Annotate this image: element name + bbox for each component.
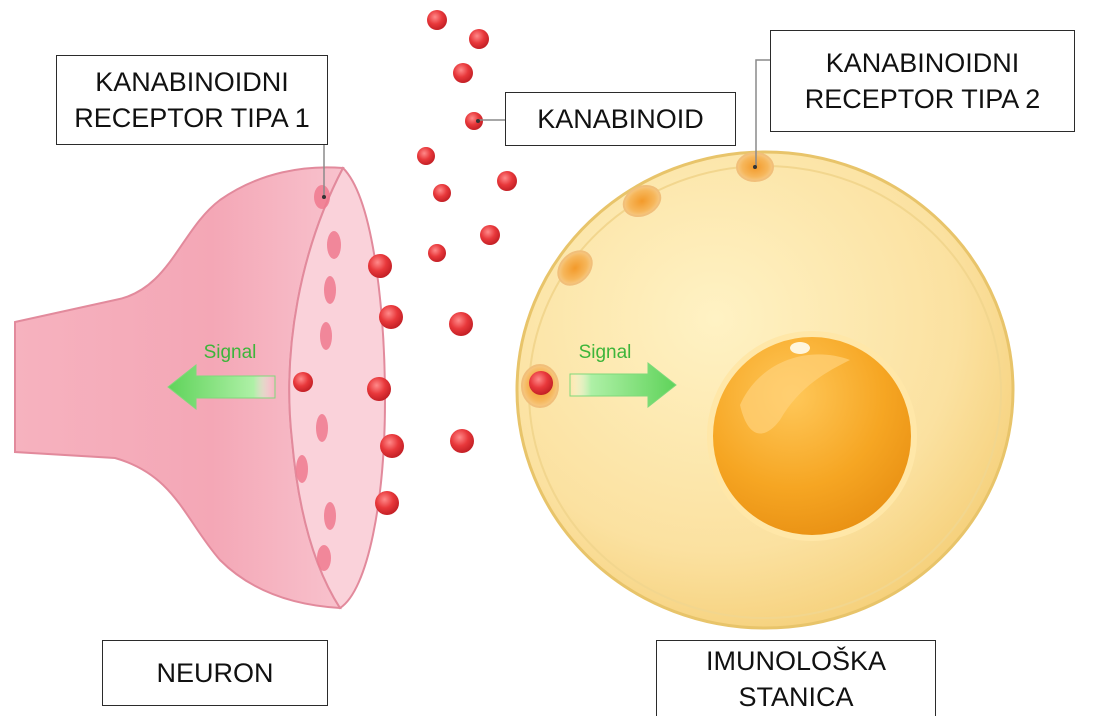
cb1-receptor-pit <box>324 502 336 530</box>
cannabinoid-dot <box>453 63 473 83</box>
cannabinoid-dot <box>469 29 489 49</box>
cannabinoid-dot <box>449 312 473 336</box>
immune-cell-label-line2: STANICA <box>738 679 853 715</box>
cannabinoid-dot <box>428 244 446 262</box>
immune-cell-label: IMUNOLOŠKA STANICA <box>656 640 936 716</box>
neuron-label-text: NEURON <box>156 655 273 691</box>
cannabinoid-label: KANABINOID <box>505 92 736 146</box>
cannabinoid-dot <box>480 225 500 245</box>
immune-cell-label-line1: IMUNOLOŠKA <box>706 643 886 679</box>
cb2-receptor-label-line2: RECEPTOR TIPA 2 <box>805 81 1041 117</box>
cannabinoid-dot <box>450 429 474 453</box>
cannabinoid-dot <box>433 184 451 202</box>
bound-cannabinoid-cell <box>529 371 553 395</box>
nucleus-shine <box>790 342 810 354</box>
neuron-signal-label: Signal <box>204 342 257 363</box>
cb1-receptor-pit <box>324 276 336 304</box>
cb1-receptor-label-line2: RECEPTOR TIPA 1 <box>74 100 310 136</box>
cannabinoid-molecules <box>367 10 517 515</box>
cannabinoid-label-text: KANABINOID <box>537 101 704 137</box>
neuron-label: NEURON <box>102 640 328 706</box>
cb1-pointer-dot <box>322 195 326 199</box>
cannabinoid-dot <box>379 305 403 329</box>
cannabinoid-dot <box>427 10 447 30</box>
cb1-receptor-pit <box>320 322 332 350</box>
cannabinoid-dot <box>367 377 391 401</box>
cb2-receptor-label-line1: KANABINOIDNI <box>826 45 1020 81</box>
cannabinoid-pointer-dot <box>476 119 480 123</box>
cannabinoid-dot <box>380 434 404 458</box>
cb1-receptor-pit <box>317 545 331 571</box>
immune-signal-label: Signal <box>579 342 632 363</box>
cb1-receptor-label-line1: KANABINOIDNI <box>95 64 289 100</box>
cb1-receptor-pit <box>316 414 328 442</box>
cannabinoid-dot <box>417 147 435 165</box>
cb2-pointer-dot <box>753 165 757 169</box>
cb1-receptor-pit <box>327 231 341 259</box>
cb1-receptor-pit <box>296 455 308 483</box>
cb2-receptor-label: KANABINOIDNI RECEPTOR TIPA 2 <box>770 30 1075 132</box>
bound-cannabinoid-neuron <box>293 372 313 392</box>
cb2-leader <box>756 60 770 166</box>
cannabinoid-dot <box>497 171 517 191</box>
cannabinoid-dot <box>375 491 399 515</box>
cb1-receptor-label: KANABINOIDNI RECEPTOR TIPA 1 <box>56 55 328 145</box>
cannabinoid-dot <box>368 254 392 278</box>
cannabinoid-dot <box>465 112 483 130</box>
